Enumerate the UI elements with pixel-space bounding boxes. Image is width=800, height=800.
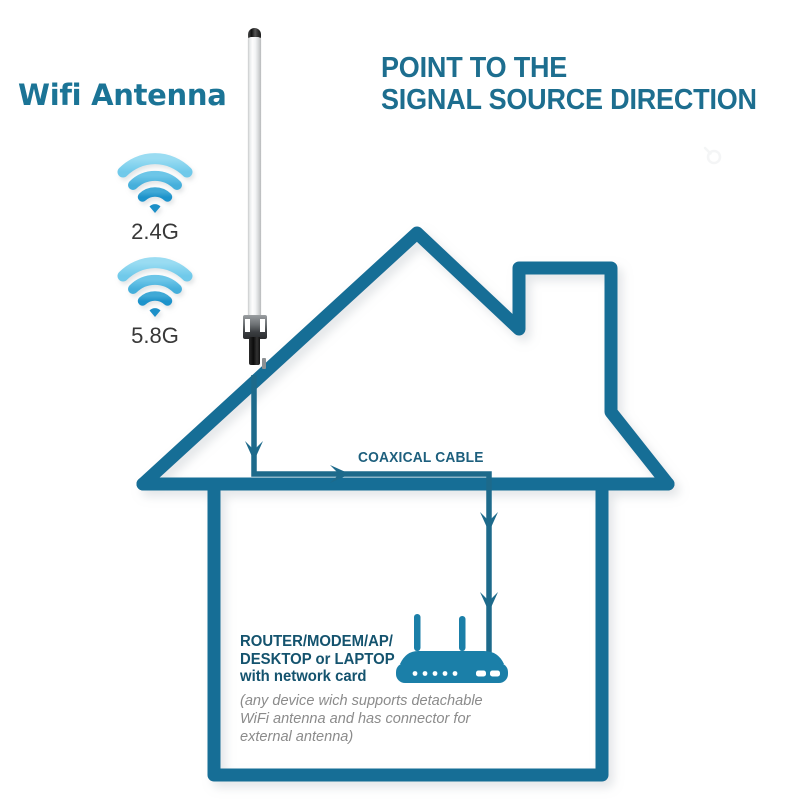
coaxial-cable-label: COAXICAL CABLE	[358, 450, 484, 466]
antenna-connector-pin-icon	[262, 358, 266, 369]
wifi-antenna-image	[243, 28, 267, 369]
wifi-signal-icon	[117, 257, 193, 317]
arrow-down-icon	[480, 512, 498, 532]
arrow-down-icon	[480, 592, 498, 612]
device-title-line-2: DESKTOP or LAPTOP	[240, 650, 395, 668]
device-title-line-1: ROUTER/MODEM/AP/	[240, 633, 393, 650]
wifi-signal-icon	[117, 153, 193, 213]
router-icon	[396, 614, 508, 683]
headline-line-1: POINT TO THE	[381, 52, 568, 84]
wifi-antenna-label: Wifi Antenna	[18, 78, 227, 112]
device-note: (any device wich supports detachable WiF…	[240, 692, 483, 746]
device-note-line-3: external antenna)	[240, 728, 354, 745]
house-outline-icon	[136, 226, 675, 782]
arrow-down-icon	[245, 441, 263, 461]
device-title: ROUTER/MODEM/AP/ DESKTOP or LAPTOP with …	[240, 633, 395, 686]
antenna-shaft-icon	[248, 37, 261, 324]
device-note-line-2: WiFi antenna and has connector for	[240, 710, 471, 727]
coaxial-cable-path	[245, 375, 498, 660]
device-note-line-1: (any device wich supports detachable	[240, 692, 483, 709]
antenna-bracket-notch-left	[245, 319, 250, 332]
antenna-connector-barrel-icon	[249, 337, 260, 365]
device-title-line-3: with network card	[240, 668, 367, 685]
band-label-5-8g: 5.8G	[131, 323, 179, 348]
watermark-icon	[703, 146, 722, 165]
antenna-bracket-notch-right	[260, 319, 265, 332]
headline-line-2: SIGNAL SOURCE DIRECTION	[381, 84, 757, 116]
arrow-right-icon	[330, 465, 350, 483]
headline: POINT TO THE SIGNAL SOURCE DIRECTION	[381, 52, 757, 116]
band-label-2-4g: 2.4G	[131, 219, 179, 244]
